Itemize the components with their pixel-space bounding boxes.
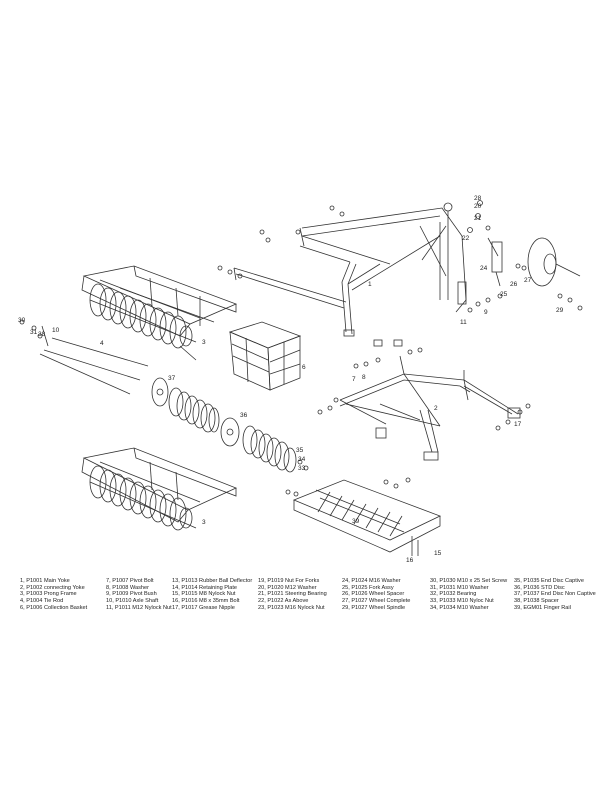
legend-column-3: 13, P1013 Rubber Ball Deflector 14, P101… (172, 578, 252, 612)
legend-item: 20, P1020 M12 Washer (258, 584, 317, 591)
callout-31: 31 (30, 329, 38, 336)
callout-15: 15 (434, 550, 442, 557)
legend-item: 21, P1021 Steering Bearing (258, 591, 327, 598)
callout-10: 10 (52, 327, 60, 334)
callout-34: 34 (298, 456, 306, 463)
callout-21: 21 (474, 215, 482, 222)
callout-labels: 1 2 3 3 4 6 7 8 9 11 10 15 16 17 20 21 2… (18, 195, 564, 564)
callout-9: 9 (484, 309, 488, 316)
callout-16: 16 (406, 557, 414, 564)
hardware-items (179, 205, 423, 497)
callout-35: 35 (296, 447, 304, 454)
legend-column-5: 24, P1024 M16 Washer 25, P1025 Fork Assy… (342, 578, 410, 612)
legend-item: 36, P1036 STD Disc (514, 584, 565, 591)
callout-8: 8 (362, 374, 366, 381)
legend-item: 13, P1013 Rubber Ball Deflector (172, 578, 253, 584)
callout-6: 6 (302, 364, 306, 371)
legend-item: 34, P1034 M10 Washer (430, 604, 489, 611)
disc-stack-middle (151, 377, 297, 473)
main-yoke (233, 202, 467, 347)
callout-26: 26 (510, 281, 518, 288)
prong-frame-top (81, 265, 238, 349)
callout-7: 7 (352, 376, 356, 383)
legend-column-1: 1, P1001 Main Yoke 2, P1002 connecting Y… (20, 578, 87, 612)
legend-item: 17, P1017 Grease Nipple (172, 604, 235, 611)
prong-discs-bottom (89, 465, 193, 531)
legend-item: 8, P1008 Washer (106, 584, 150, 591)
legend-item: 38, P1038 Spacer (514, 598, 559, 605)
prong-frame-bottom (81, 447, 238, 531)
callout-39: 39 (352, 518, 360, 525)
legend-item: 27, P1027 Wheel Complete (342, 598, 411, 605)
callout-17: 17 (514, 421, 522, 428)
legend-item: 4, P1004 Tie Rod (20, 598, 64, 605)
legend-column-2: 7, P1007 Pivot Bolt 8, P1008 Washer 9, P… (106, 578, 172, 612)
callout-28: 28 (474, 195, 482, 202)
legend-item: 19, P1019 Nut For Forks (258, 578, 320, 584)
callout-1: 1 (368, 281, 372, 288)
legend-item: 30, P1030 M10 x 25 Set Screw (430, 578, 508, 584)
legend-item: 32, P1032 Bearing (430, 591, 477, 598)
legend-item: 35, P1035 End Disc Captive (514, 578, 584, 584)
legend-item: 1, P1001 Main Yoke (20, 578, 70, 584)
callout-2: 2 (434, 405, 438, 412)
callout-37: 37 (168, 375, 176, 382)
connecting-yoke (339, 355, 521, 461)
legend-item: 25, P1025 Fork Assy (342, 584, 394, 591)
callout-3b: 3 (202, 519, 206, 526)
legend-item: 11, P1011 M12 Nylock Nut (106, 604, 172, 611)
parts-legend: 1, P1001 Main Yoke 2, P1002 connecting Y… (20, 578, 610, 618)
legend-column-7: 35, P1035 End Disc Captive 36, P1036 STD… (514, 578, 596, 612)
callout-36: 36 (240, 412, 248, 419)
legend-item: 16, P1016 M8 x 35mm Bolt (172, 598, 240, 605)
legend-item: 37, P1037 End Disc Non Captive (514, 591, 596, 598)
legend-item: 2, P1002 connecting Yoke (20, 584, 85, 591)
legend-item: 39, EGM01 Finger Rail (514, 604, 571, 611)
callout-11: 11 (460, 319, 467, 326)
legend-column-6: 30, P1030 M10 x 25 Set Screw 31, P1031 M… (430, 578, 507, 612)
callout-4: 4 (100, 340, 104, 347)
callout-29: 29 (556, 307, 564, 314)
legend-item: 26, P1026 Wheel Spacer (342, 591, 405, 598)
legend-item: 9, P1009 Pivot Bush (106, 591, 157, 598)
legend-item: 23, P1023 M16 Nylock Nut (258, 604, 325, 611)
legend-item: 3, P1003 Prong Frame (20, 591, 77, 598)
tie-rods (19, 319, 149, 395)
legend-item: 31, P1031 M10 Washer (430, 584, 489, 591)
callout-22: 22 (462, 235, 470, 242)
callout-33: 33 (298, 465, 306, 472)
legend-item: 10, P1010 Axle Shaft (106, 598, 159, 605)
finger-rail-frame (292, 479, 442, 556)
callout-3: 3 (202, 339, 206, 346)
legend-item: 24, P1024 M16 Washer (342, 578, 401, 584)
callout-30: 30 (18, 317, 26, 324)
callout-27: 27 (524, 277, 532, 284)
legend-item: 15, P1015 M8 Nylock Nut (172, 591, 236, 598)
legend-item: 22, P1022 As Above (258, 598, 309, 605)
callout-24: 24 (480, 265, 488, 272)
collection-basket (228, 321, 302, 391)
callout-38: 38 (38, 331, 46, 338)
legend-item: 33, P1033 M10 Nyloc Nut (430, 598, 494, 605)
wheel-assembly (467, 200, 583, 431)
legend-column-4: 19, P1019 Nut For Forks 20, P1020 M12 Wa… (258, 578, 327, 612)
legend-item: 7, P1007 Pivot Bolt (106, 578, 154, 584)
legend-item: 14, P1014 Retaining Plate (172, 584, 237, 591)
legend-item: 6, P1006 Collection Basket (20, 604, 88, 611)
legend-item: 29, P1027 Wheel Spindle (342, 604, 406, 611)
callout-25: 25 (500, 291, 508, 298)
callout-20: 20 (474, 203, 482, 210)
